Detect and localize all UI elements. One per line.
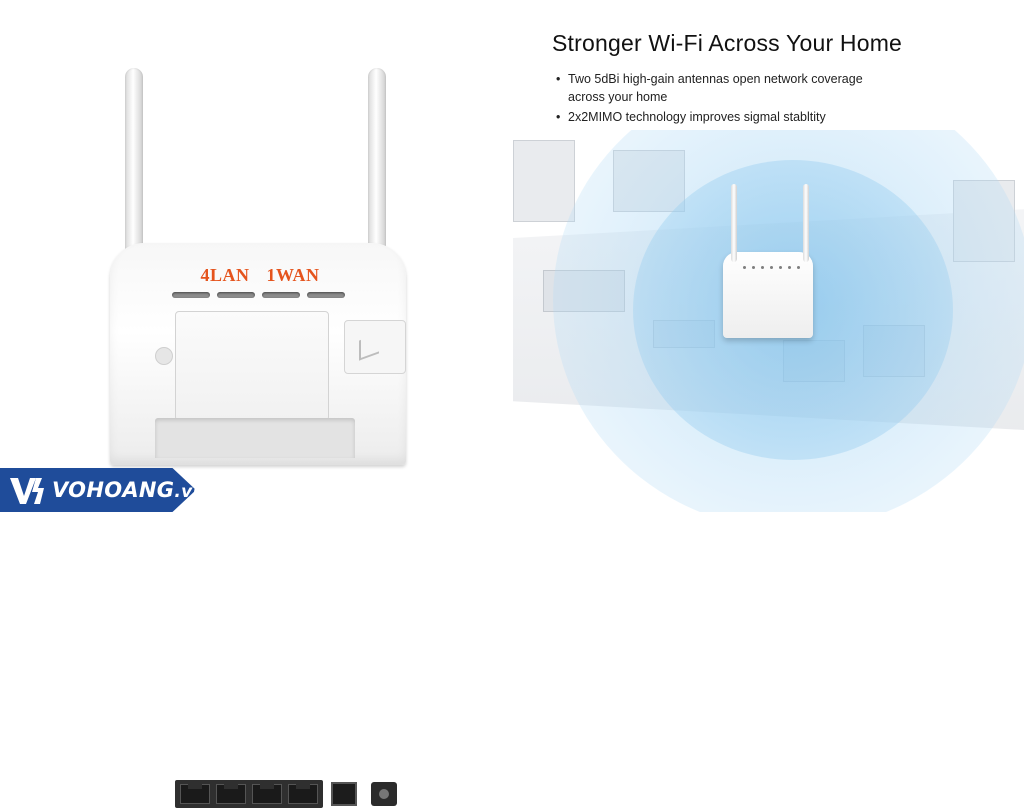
brand-logo-icon <box>10 478 44 504</box>
cover-screw-icon <box>155 347 173 365</box>
mini-antenna <box>803 184 809 262</box>
wan-label: 1WAN <box>266 265 320 285</box>
home-coverage-illustration <box>513 130 1024 512</box>
feature-headline: Stronger Wi-Fi Across Your Home <box>552 30 903 56</box>
vent-slot <box>172 292 210 298</box>
feature-bullets: Two 5dBi high-gain antennas open network… <box>556 70 886 128</box>
vent-slot <box>307 292 345 298</box>
product-banner: 4LAN 1WAN Stronger Wi-Fi Across Your Hom… <box>0 0 1024 512</box>
port-panel <box>155 418 397 808</box>
lan-port <box>288 784 318 804</box>
feature-bullet: Two 5dBi high-gain antennas open network… <box>556 70 886 106</box>
sim-cover <box>175 311 329 421</box>
power-jack <box>371 782 397 806</box>
lan-port <box>216 784 246 804</box>
phone-port <box>331 782 357 806</box>
lan-port <box>252 784 282 804</box>
lan-label: 4LAN <box>200 265 250 285</box>
router-front-image <box>723 184 813 338</box>
mini-antenna <box>731 184 737 262</box>
ports-label: 4LAN 1WAN <box>100 265 420 286</box>
brand-logo-text: VOHOANG.vn <box>52 478 205 502</box>
router-rear-image: 4LAN 1WAN <box>100 60 420 808</box>
feature-bullet: 2x2MIMO technology improves sigmal stabl… <box>556 108 886 126</box>
vent-slot <box>262 292 300 298</box>
lan-ports <box>175 780 323 808</box>
status-leds <box>743 266 800 269</box>
side-flap <box>344 320 406 374</box>
lan-port <box>180 784 210 804</box>
wall <box>513 140 575 222</box>
vent-slot <box>217 292 255 298</box>
